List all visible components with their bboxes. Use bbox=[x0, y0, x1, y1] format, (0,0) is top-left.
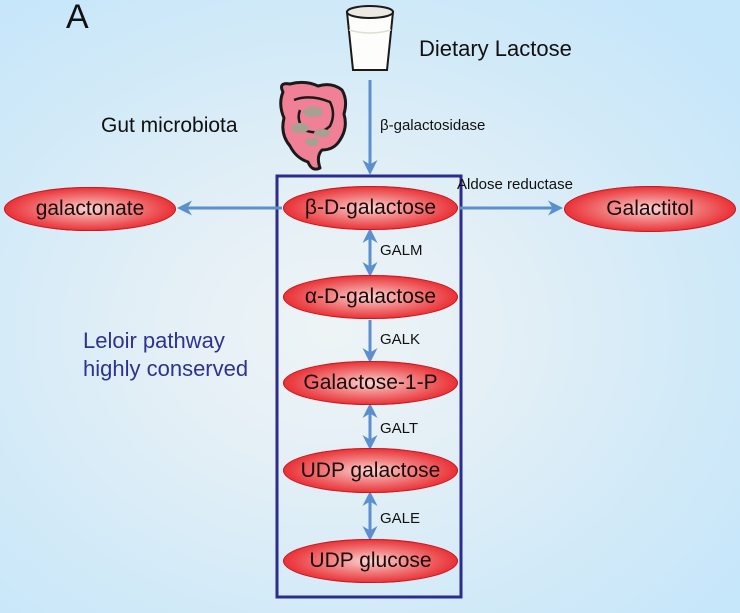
node-udp-galactose: UDP galactose bbox=[283, 448, 458, 493]
enzyme-galt: GALT bbox=[380, 420, 419, 437]
leloir-pathway-box bbox=[275, 174, 463, 599]
enzyme-galm: GALM bbox=[380, 242, 423, 259]
node-galactitol: Galactitol bbox=[564, 186, 736, 232]
node-beta-d-galactose: β-D-galactose bbox=[283, 186, 458, 230]
enzyme-beta-galactosidase: β-galactosidase bbox=[380, 117, 486, 134]
leloir-caption-line2: highly conserved bbox=[83, 356, 249, 381]
enzyme-gale: GALE bbox=[380, 510, 421, 527]
node-alpha-d-galactose: α-D-galactose bbox=[283, 275, 458, 319]
enzyme-galk: GALK bbox=[380, 331, 421, 348]
node-galactose-1-p: Galactose-1-P bbox=[283, 361, 458, 405]
enzyme-aldose-reductase: Aldose reductase bbox=[457, 176, 573, 193]
gut-microbiota-label: Gut microbiota bbox=[101, 114, 238, 137]
milk-glass-icon bbox=[345, 5, 395, 71]
intestine-icon bbox=[279, 80, 348, 171]
node-udp-glucose: UDP glucose bbox=[283, 539, 458, 583]
leloir-caption: Leloir pathway highly conserved bbox=[83, 327, 248, 383]
leloir-caption-line1: Leloir pathway bbox=[83, 328, 225, 353]
node-galactonate: galactonate bbox=[4, 187, 176, 231]
panel-label: A bbox=[66, 0, 89, 36]
dietary-lactose-label: Dietary Lactose bbox=[419, 36, 572, 61]
